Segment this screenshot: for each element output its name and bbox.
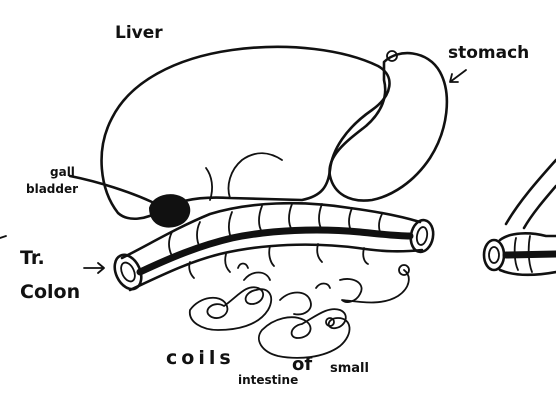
colon-lumen-line (140, 230, 410, 272)
gall-bladder (150, 195, 189, 226)
colon-right-opening-inner (416, 226, 429, 245)
left-edge-mark (0, 236, 6, 238)
label-small: small (330, 361, 369, 376)
label-gall: gall (50, 165, 75, 179)
small-intestine-coils (190, 264, 409, 358)
stomach-arrow (450, 70, 466, 82)
colon-haustra (169, 204, 382, 278)
gall-bladder-pointer (70, 176, 152, 202)
right-structure (484, 160, 556, 275)
liver-lobe-line (229, 153, 283, 198)
label-coils: coils (166, 347, 235, 369)
liver (102, 47, 390, 219)
liver-lower-edge (206, 168, 212, 200)
label-tr: Tr. (20, 247, 45, 269)
label-colon: Colon (20, 281, 80, 303)
colon-left-opening-inner (118, 260, 137, 283)
colon-arrow (84, 263, 104, 273)
label-of: of (292, 354, 312, 375)
label-intestine: intestine (238, 373, 298, 387)
label-bladder: bladder (26, 182, 78, 196)
label-liver: Liver (115, 23, 163, 43)
label-stomach: stomach (448, 43, 529, 63)
colon-left-opening (110, 251, 147, 294)
